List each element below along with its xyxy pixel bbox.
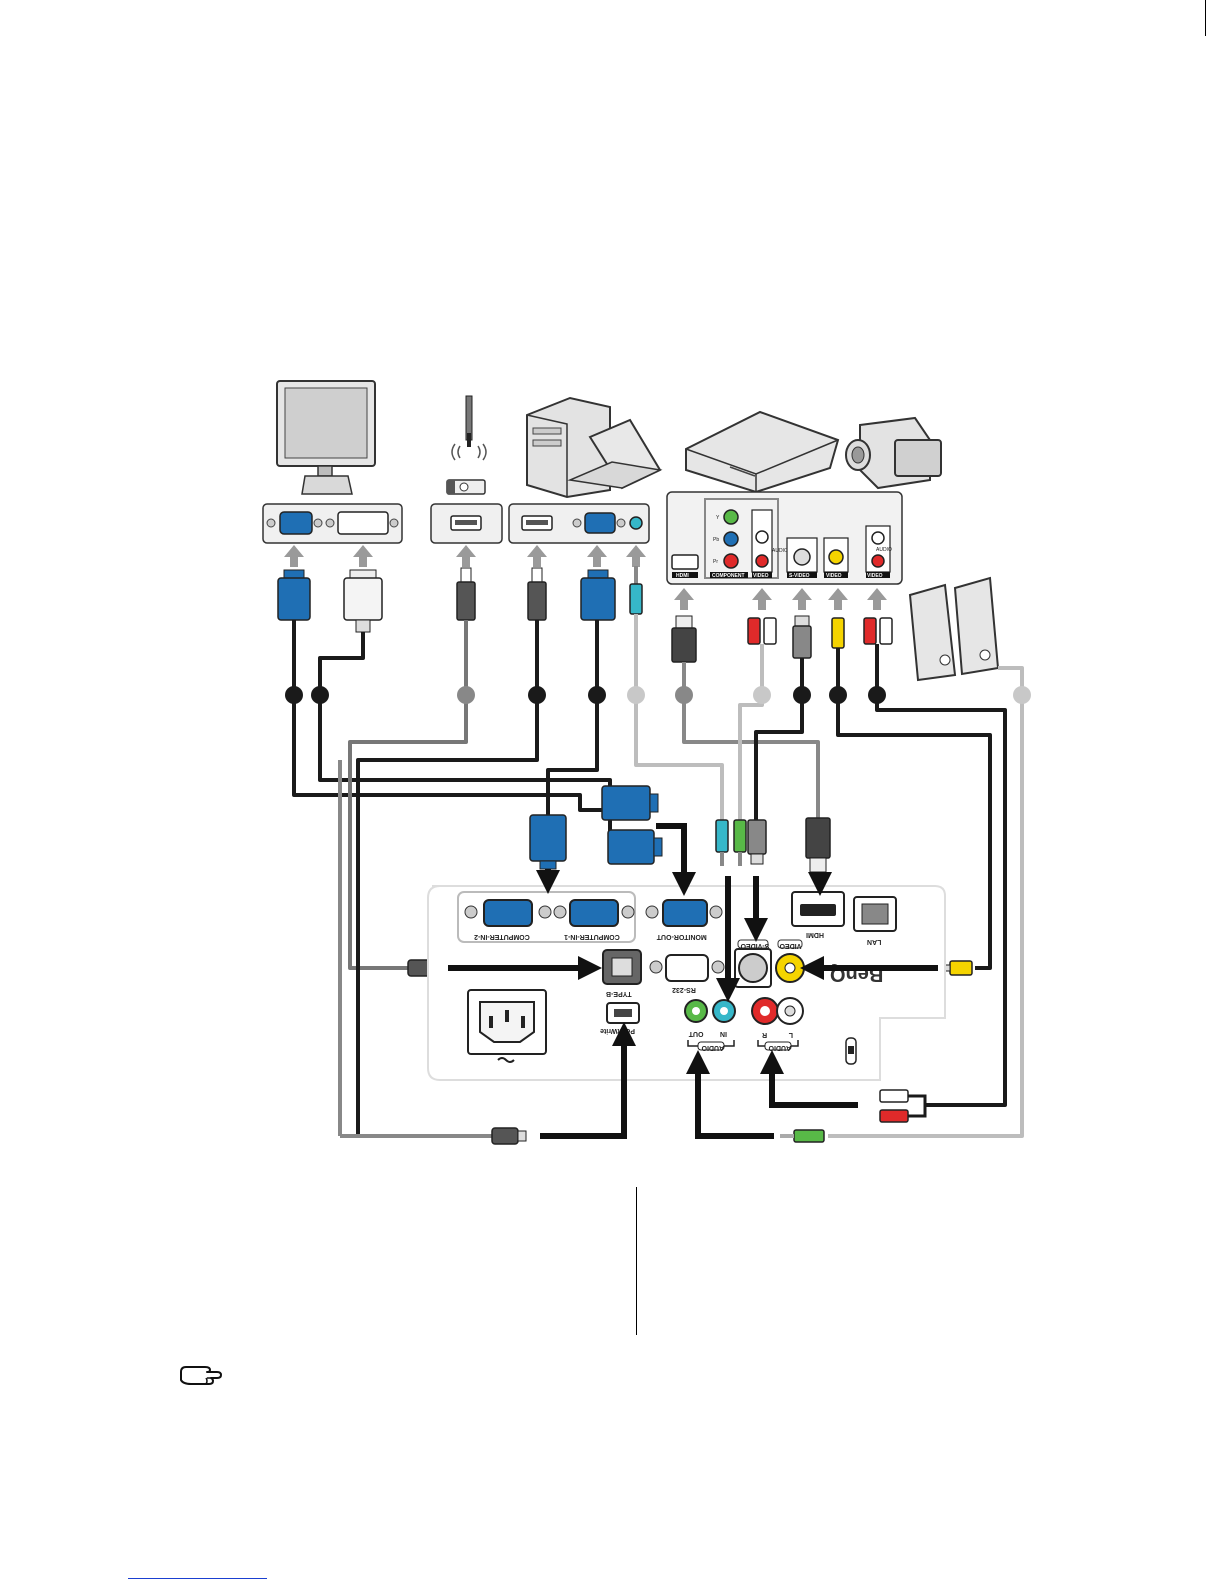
svg-text:VIDEO: VIDEO <box>826 573 842 579</box>
computer-device <box>527 398 660 497</box>
vga-plug-computer <box>581 570 615 620</box>
svg-text:AUDIO: AUDIO <box>772 548 788 554</box>
power-socket <box>468 990 546 1062</box>
svg-text:RS-232: RS-232 <box>672 986 696 993</box>
svg-text:L: L <box>788 1031 793 1038</box>
lock-slot-icon <box>846 1038 856 1064</box>
svg-text:HDMI: HDMI <box>676 573 689 579</box>
video-port: VIDEO <box>776 940 804 982</box>
wireless-receiver-device <box>447 396 486 494</box>
av-source-port-panel: HDMI Y Pb Pr COMPONENT VIDEO AUDIO S-VID… <box>667 492 902 584</box>
usb-plug-receiver <box>457 568 475 620</box>
dvi-plug-monitor <box>344 570 382 632</box>
pointing-hand-icon <box>177 1360 223 1390</box>
svg-text:COMPUTER-IN-2: COMPUTER-IN-2 <box>474 933 530 940</box>
svideo-plug-projector <box>748 820 766 864</box>
svg-text:MONITOR-OUT: MONITOR-OUT <box>656 933 707 940</box>
svg-text:TYPE-B: TYPE-B <box>606 990 632 997</box>
rca-plugs-projector <box>880 1090 925 1122</box>
svg-text:COMPUTER-IN-1: COMPUTER-IN-1 <box>564 933 620 940</box>
rca-audio-plugs-video <box>864 618 892 644</box>
hdmi-plug-av <box>672 616 696 662</box>
vga-plug-computer-in <box>530 815 566 869</box>
cable-marker-dots <box>285 686 1031 704</box>
svg-text:PointWrite: PointWrite <box>600 1027 635 1034</box>
vga-plug-monitor-out-1 <box>602 786 658 820</box>
dvd-player-device <box>686 412 838 492</box>
svg-text:IN: IN <box>720 1030 727 1037</box>
svg-text:AUDIO: AUDIO <box>768 1044 791 1051</box>
hdmi-plug-projector <box>806 818 830 872</box>
s-video-port: S-VIDEO <box>735 940 771 987</box>
rca-audio-plugs-component <box>748 618 776 644</box>
svg-text:R: R <box>762 1031 767 1038</box>
svg-text:HDMI: HDMI <box>806 931 824 938</box>
monitor-port-panel <box>263 504 402 543</box>
svg-text:S-VIDEO: S-VIDEO <box>740 942 769 949</box>
speakers-device <box>910 578 998 680</box>
svg-text:AUDIO: AUDIO <box>876 547 892 553</box>
receiver-port-panel <box>431 504 502 543</box>
svg-text:VIDEO: VIDEO <box>753 573 769 579</box>
camcorder-device <box>846 418 941 488</box>
speaker-audio-plug-projector <box>780 1130 824 1142</box>
svg-text:LAN: LAN <box>867 938 881 945</box>
svg-text:Pr: Pr <box>713 559 718 565</box>
mini-usb-plug-projector <box>492 1128 526 1144</box>
vga-plug-monitor-out-2 <box>608 830 662 864</box>
usb-plug-computer <box>528 568 546 620</box>
computer-port-panel <box>509 504 649 543</box>
svg-text:Pb: Pb <box>713 537 719 543</box>
svg-text:COMPONENT: COMPONENT <box>712 573 745 579</box>
audio-plugs-projector <box>716 820 746 866</box>
svg-text:VIDEO: VIDEO <box>867 573 883 579</box>
composite-video-plug-av <box>832 618 844 648</box>
svg-text:VIDEO: VIDEO <box>779 942 801 949</box>
svg-text:AUDIO: AUDIO <box>701 1044 724 1051</box>
column-divider <box>636 1187 637 1335</box>
audio-plug-computer <box>630 566 642 614</box>
vga-plug-monitor <box>278 570 310 620</box>
svideo-plug-av <box>793 616 811 658</box>
svg-text:OUT: OUT <box>688 1030 704 1037</box>
svg-text:S-VIDEO: S-VIDEO <box>789 573 810 579</box>
monitor-device <box>277 381 375 494</box>
footer-link-underline[interactable] <box>128 1578 267 1579</box>
